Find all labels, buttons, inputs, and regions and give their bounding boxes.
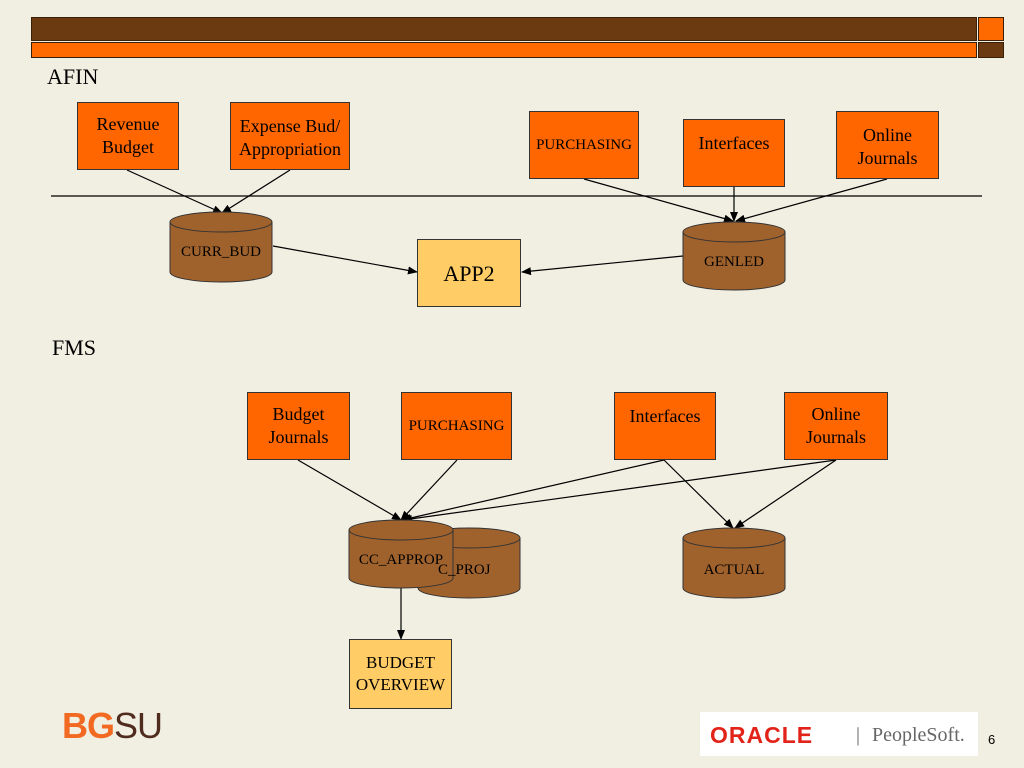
arrow-budgetjournals-to-ccapprop (297, 459, 402, 521)
box-afin-purchasing: PURCHASING (529, 111, 639, 179)
arrow-currbud-to-app2 (272, 245, 418, 275)
box-budget-overview: BUDGET OVERVIEW (349, 639, 452, 709)
box-afin-online-journals: Online Journals (836, 111, 939, 179)
header-square-orange (978, 17, 1004, 41)
label-cc-proj: C_PROJ (438, 562, 491, 578)
box-afin-interfaces: Interfaces (683, 119, 785, 187)
peoplesoft-logo: PeopleSoft. (872, 724, 965, 746)
cylinder-curr-bud (169, 211, 273, 283)
arrow-genled-to-app2 (521, 255, 684, 276)
arrow-online-to-genled (735, 178, 888, 223)
box-fms-online-journals: Online Journals (784, 392, 888, 460)
arrow-revenue-to-currbud (126, 169, 223, 214)
arrow-interfaces-to-actual (663, 459, 734, 529)
logo-separator: | (856, 724, 861, 746)
section-label-afin: AFIN (47, 64, 99, 89)
arrow-purchasing-to-genled (583, 178, 734, 223)
box-revenue-budget: Revenue Budget (77, 102, 179, 170)
label-genled: GENLED (704, 254, 764, 270)
box-fms-purchasing: PURCHASING (401, 392, 512, 460)
arrow-purchasing-to-ccapprop (400, 459, 458, 521)
cylinder-cc-approp (348, 519, 454, 589)
bgsu-logo: BGSU (62, 705, 163, 746)
page-number: 6 (988, 732, 996, 747)
label-curr-bud: CURR_BUD (180, 244, 262, 260)
bgsu-logo-bg: BG (62, 705, 115, 746)
section-label-fms: FMS (52, 335, 97, 360)
header-square-dark (978, 42, 1004, 58)
box-expense-bud-appropriation: Expense Bud/ Appropriation (230, 102, 350, 170)
arrow-expense-to-currbud (221, 169, 291, 214)
header-bar-orange (31, 42, 977, 58)
arrow-online-to-actual (734, 459, 837, 529)
arrow-online-to-ccapprop (402, 459, 837, 523)
header-bar-dark (31, 17, 977, 41)
box-budget-journals: Budget Journals (247, 392, 350, 460)
oracle-logo: ORACLE (710, 722, 814, 748)
arrow-interfaces-to-ccapprop (401, 459, 665, 522)
box-fms-interfaces: Interfaces (614, 392, 716, 460)
bgsu-logo-su: SU (114, 705, 163, 746)
label-actual: ACTUAL (703, 562, 765, 578)
cylinder-genled (682, 221, 786, 291)
label-cc-approp: CC_APPROP (358, 552, 444, 568)
cylinder-actual (682, 527, 786, 599)
oracle-peoplesoft-logo: ORACLE | PeopleSoft. (700, 712, 978, 756)
box-app2: APP2 (417, 239, 521, 307)
